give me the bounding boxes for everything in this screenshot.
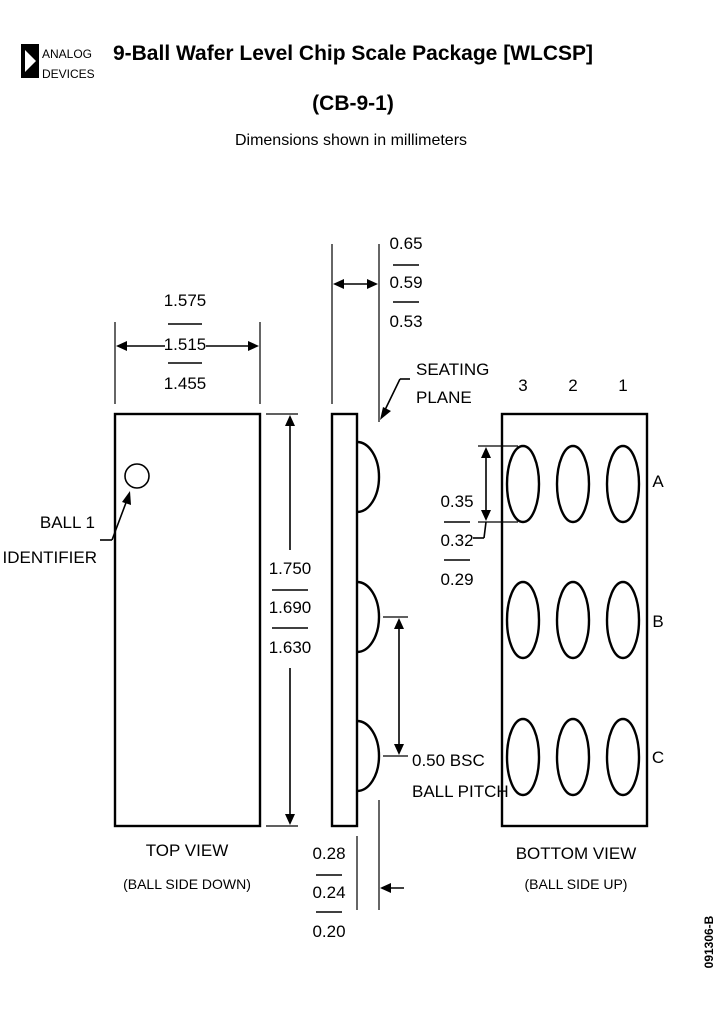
logo-triangle — [25, 50, 36, 72]
column-label-3: 3 — [518, 376, 527, 395]
ball-b1 — [605, 580, 641, 660]
document-code: 091306-B — [702, 915, 716, 968]
width-min: 1.455 — [164, 374, 207, 393]
row-label-b: B — [652, 612, 663, 631]
side-height-nom: 0.59 — [389, 273, 422, 292]
side-ball-bottom — [356, 719, 381, 793]
top-view-caption: TOP VIEW — [146, 841, 229, 860]
ball-dia-max: 0.35 — [440, 492, 473, 511]
width-arrow-right — [248, 341, 259, 351]
ball-a1 — [605, 444, 641, 524]
ball-b3 — [505, 580, 541, 660]
width-arrow-left — [116, 341, 127, 351]
ball-height-arrow — [380, 883, 391, 893]
column-label-1: 1 — [618, 376, 627, 395]
ball-dia-arrow-top — [481, 447, 491, 458]
ball-height-min: 0.20 — [312, 922, 345, 941]
ball1-leader-diagonal — [111, 499, 128, 541]
bottom-view: 3 2 1 A B C 0.35 0.32 0.29 BOTTOM VIEW (… — [440, 376, 664, 892]
side-view: 0.65 0.59 0.53 SEATING PLANE 0.50 BSC BA… — [312, 234, 508, 941]
ball-dia-nom: 0.32 — [440, 531, 473, 550]
side-height-max: 0.65 — [389, 234, 422, 253]
ball1-leader-arrow — [122, 491, 131, 505]
side-height-arrow-left — [333, 279, 344, 289]
height-arrow-top — [285, 415, 295, 426]
ball-dia-leader-vertical — [483, 521, 487, 539]
side-height-min: 0.53 — [389, 312, 422, 331]
seating-leader-arrow — [380, 407, 391, 420]
ball-dia-arrow-bottom — [481, 510, 491, 521]
row-label-c: C — [652, 748, 664, 767]
height-nom: 1.690 — [269, 598, 312, 617]
ball-c3 — [505, 717, 541, 797]
logo-text-line1: ANALOG — [42, 47, 92, 61]
bottom-view-caption: BOTTOM VIEW — [516, 844, 637, 863]
side-view-die — [330, 412, 359, 828]
title-line1: 9-Ball Wafer Level Chip Scale Package [W… — [113, 42, 593, 65]
seating-plane-line1: SEATING — [416, 360, 489, 379]
height-max: 1.750 — [269, 559, 312, 578]
top-view-caption-sub: (BALL SIDE DOWN) — [123, 876, 251, 892]
title-line2: (CB-9-1) — [312, 92, 394, 115]
side-ball-top — [356, 440, 381, 514]
ball-height-nom: 0.24 — [312, 883, 345, 902]
seating-plane-line2: PLANE — [416, 388, 472, 407]
bottom-view-body — [500, 412, 649, 828]
ball1-label-line2: IDENTIFIER — [3, 548, 97, 567]
width-nom: 1.515 — [164, 335, 207, 354]
ball-a3 — [505, 444, 541, 524]
ball-dia-min: 0.29 — [440, 570, 473, 589]
ball-height-max: 0.28 — [312, 844, 345, 863]
height-arrow-bottom — [285, 814, 295, 825]
side-height-arrow-right — [367, 279, 378, 289]
pitch-arrow-top — [394, 618, 404, 629]
pitch-arrow-bottom — [394, 744, 404, 755]
ball-c1 — [605, 717, 641, 797]
column-label-2: 2 — [568, 376, 577, 395]
ball-c2 — [555, 717, 591, 797]
side-ball-middle — [356, 580, 381, 654]
row-label-a: A — [652, 472, 664, 491]
ball-pitch-label: BALL PITCH — [412, 782, 509, 801]
seating-leader-diagonal — [383, 378, 401, 413]
height-min: 1.630 — [269, 638, 312, 657]
ball-pitch-value: 0.50 BSC — [412, 751, 485, 770]
bottom-view-caption-sub: (BALL SIDE UP) — [525, 876, 628, 892]
width-max: 1.575 — [164, 291, 207, 310]
analog-devices-logo: ANALOG DEVICES — [21, 44, 95, 81]
ball-a2 — [555, 444, 591, 524]
subtitle: Dimensions shown in millimeters — [235, 132, 467, 149]
ball1-identifier-mark — [124, 463, 150, 489]
logo-text-line2: DEVICES — [42, 67, 95, 81]
top-view-body — [113, 412, 262, 828]
ball1-label-line1: BALL 1 — [40, 513, 95, 532]
ball-b2 — [555, 580, 591, 660]
top-view: 1.575 1.515 1.455 1.750 1.690 1.630 BALL… — [3, 291, 312, 892]
